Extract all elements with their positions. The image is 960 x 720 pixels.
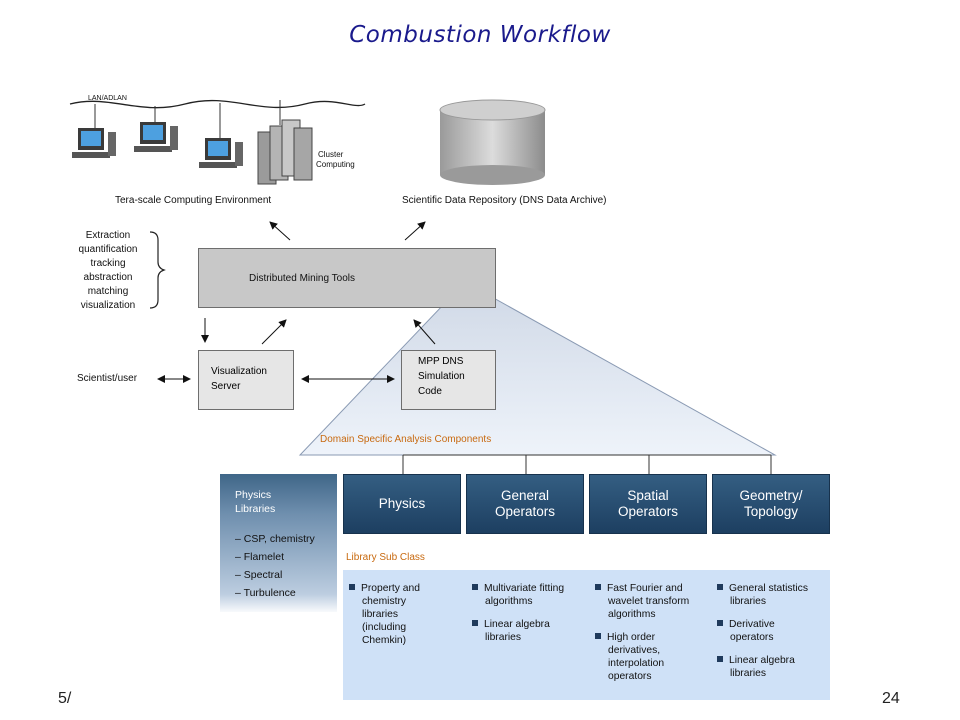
repository-label: Scientific Data Repository (DNS Data Arc…	[402, 195, 607, 206]
physics-libraries-list: – CSP, chemistry – Flamelet – Spectral –…	[235, 530, 315, 602]
subclass-heading: Library Sub Class	[346, 552, 425, 563]
operation-item: abstraction	[83, 272, 133, 283]
physics-libraries-panel: Physics Libraries – CSP, chemistry – Fla…	[220, 474, 337, 612]
bullet-icon	[595, 633, 601, 639]
compute-env-label: Tera-scale Computing Environment	[115, 195, 272, 206]
mpp-dns-box: MPP DNS Simulation Code	[401, 350, 496, 410]
mining-tools-box: Distributed Mining Tools	[198, 248, 496, 308]
bullet-icon	[717, 620, 723, 626]
library-item: – CSP, chemistry	[235, 533, 315, 545]
bullet-icon	[472, 584, 478, 590]
library-item: – Spectral	[235, 569, 283, 581]
bullet-icon	[472, 620, 478, 626]
mpp-line: Simulation	[418, 371, 465, 382]
mpp-line: MPP DNS	[418, 356, 464, 367]
arrow	[404, 221, 426, 241]
bullet-icon	[595, 584, 601, 590]
arrow	[413, 319, 436, 345]
bullet-icon	[717, 656, 723, 662]
arrow	[269, 221, 291, 241]
operation-item: tracking	[90, 258, 126, 269]
cluster-label-2: Computing	[316, 160, 355, 169]
workstation-icon	[134, 122, 178, 152]
footer-date: 5/	[58, 690, 72, 707]
physics-libraries-title: Physics Libraries	[235, 489, 276, 515]
workstation-icon	[72, 128, 116, 158]
operations-list: Extraction quantification tracking abstr…	[72, 229, 144, 313]
visualization-server-line: Server	[211, 381, 241, 392]
mpp-line: Code	[418, 386, 442, 397]
library-item: – Flamelet	[235, 551, 285, 563]
page-number: 24	[882, 690, 900, 707]
component-geometry-topology: Geometry/Topology	[712, 474, 830, 534]
mining-tools-label: Distributed Mining Tools	[249, 273, 355, 284]
cluster-icon	[257, 119, 313, 185]
database-icon	[439, 99, 546, 185]
network-label: LAN/ADLAN	[88, 95, 127, 102]
bullet-icon	[717, 584, 723, 590]
operation-item: visualization	[80, 300, 136, 311]
component-physics: Physics	[343, 474, 461, 534]
slide-title: Combustion Workflow	[349, 22, 611, 48]
network-line	[69, 99, 366, 109]
cluster-label: Cluster	[318, 150, 344, 159]
visualization-server-box: Visualization Server	[198, 350, 294, 410]
domain-heading: Domain Specific Analysis Components	[320, 434, 492, 445]
operation-item: matching	[87, 286, 129, 297]
component-connectors	[402, 454, 772, 474]
operation-item: Extraction	[85, 230, 131, 241]
library-item: – Turbulence	[235, 587, 296, 599]
arrow	[261, 319, 287, 345]
visualization-server-line: Visualization	[211, 366, 267, 377]
workstation-icon	[199, 138, 243, 168]
brace	[149, 231, 166, 309]
bullet-icon	[349, 584, 355, 590]
scientist-user-label: Scientist/user	[77, 373, 138, 384]
operation-item: quantification	[78, 244, 138, 255]
